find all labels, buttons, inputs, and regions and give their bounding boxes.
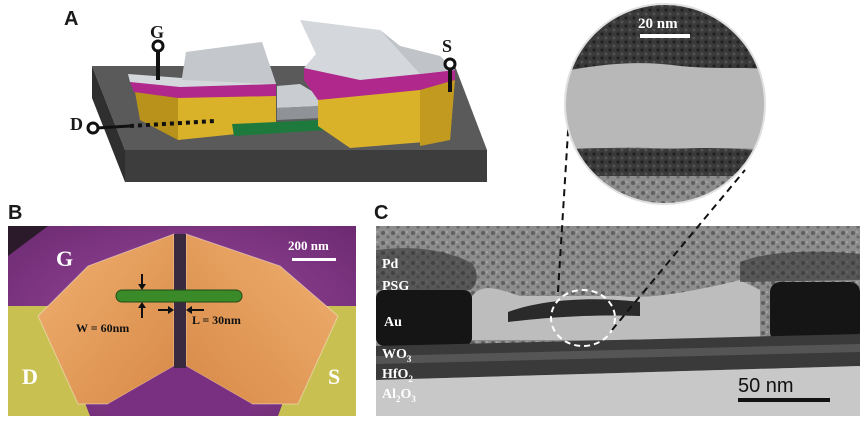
sem-drain-label: D — [22, 364, 38, 389]
tem-inset — [565, 4, 765, 204]
sem-micrograph: 200 nm G D S W = 60nm L = 30nm — [8, 226, 356, 416]
nanowire-width-label: W = 60nm — [76, 321, 129, 335]
layer-au-label: Au — [384, 315, 402, 330]
sem-gate-label: G — [56, 246, 73, 271]
nanowire — [115, 289, 243, 303]
layer-wo3-label: WO3 — [382, 347, 412, 364]
tem-image — [376, 226, 860, 416]
layer-al2o3-label: Al2O3 — [382, 387, 416, 404]
panel-b-letter: B — [8, 202, 23, 224]
tem-scale-bar-label: 50 nm — [738, 375, 794, 397]
inset-scale-bar-label: 20 nm — [638, 16, 678, 32]
channel-nanowire — [232, 120, 326, 136]
terminal-drain-label: D — [70, 114, 83, 134]
device-schematic: G S D — [70, 20, 487, 182]
terminal-gate-label: G — [150, 22, 164, 42]
terminal-source-label: S — [442, 36, 452, 56]
drain-pad — [8, 306, 90, 416]
tem-region-of-interest — [550, 289, 616, 347]
tem-au-block-left — [376, 290, 472, 346]
tem-substrate — [376, 366, 860, 416]
tem-au-block-right — [770, 282, 860, 342]
layer-psg-label: PSG — [382, 279, 409, 294]
panel-c-letter: C — [374, 202, 389, 224]
layer-hfo2-label: HfO2 — [382, 367, 413, 384]
substrate-front — [125, 150, 487, 182]
sem-source-label: S — [328, 364, 340, 389]
substrate-left — [92, 66, 125, 182]
panel-a-letter: A — [64, 8, 79, 30]
layer-pd-label: Pd — [382, 257, 399, 272]
sem-scale-bar-label: 200 nm — [288, 238, 329, 253]
left-dielectric — [130, 82, 276, 98]
channel-length-label: L = 30nm — [192, 313, 241, 327]
